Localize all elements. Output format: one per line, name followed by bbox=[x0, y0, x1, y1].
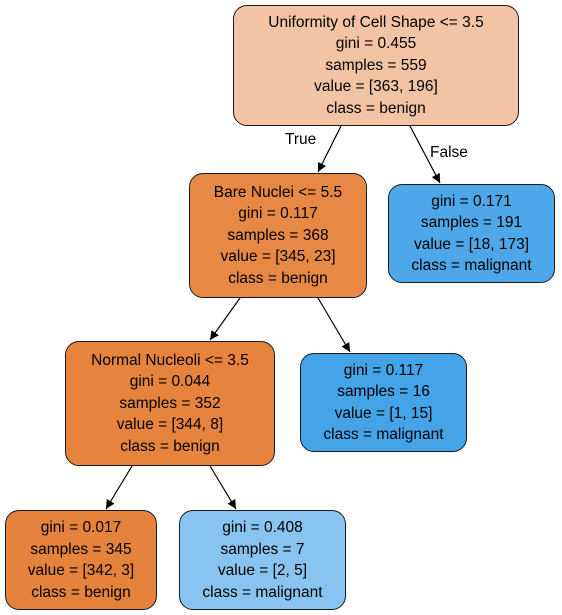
tree-node-root: Uniformity of Cell Shape <= 3.5 gini = 0… bbox=[233, 5, 519, 126]
edge-root-to-right-leaf bbox=[409, 125, 441, 184]
node-gini: gini = 0.117 bbox=[343, 361, 424, 379]
edge-normal-nucleoli-to-left-leaf bbox=[105, 465, 133, 510]
edge-label-false: False bbox=[430, 144, 468, 161]
node-samples: samples = 16 bbox=[337, 383, 430, 400]
node-value: value = [342, 3] bbox=[27, 562, 135, 579]
node-gini: gini = 0.408 bbox=[222, 519, 303, 536]
edge-bare-nuclei-to-normal-nucleoli bbox=[209, 297, 241, 341]
node-samples: samples = 345 bbox=[30, 540, 132, 558]
node-split: Normal Nucleoli <= 3.5 bbox=[91, 351, 249, 369]
node-class: class = malignant bbox=[411, 257, 532, 274]
node-gini: gini = 0.117 bbox=[238, 205, 318, 223]
tree-leaf-bottom-right: gini = 0.408 samples = 7 value = [2, 5] … bbox=[179, 510, 346, 610]
node-gini: gini = 0.044 bbox=[129, 373, 211, 391]
node-samples: samples = 559 bbox=[325, 56, 427, 74]
tree-leaf-bottom-left: gini = 0.017 samples = 345 value = [342,… bbox=[5, 510, 157, 610]
node-class: class = malignant bbox=[323, 426, 444, 443]
node-value: value = [2, 5] bbox=[217, 562, 308, 579]
node-samples: samples = 191 bbox=[420, 214, 523, 231]
node-gini: gini = 0.455 bbox=[335, 35, 417, 53]
node-class: class = malignant bbox=[202, 583, 323, 601]
node-value: value = [18, 173] bbox=[413, 235, 530, 253]
tree-leaf-right: gini = 0.171 samples = 191 value = [18, … bbox=[388, 184, 555, 283]
tree-node-bare-nuclei: Bare Nuclei <= 5.5 gini = 0.117 samples … bbox=[189, 173, 367, 298]
node-class: class = benign bbox=[120, 437, 220, 455]
edge-label-true: True bbox=[285, 131, 317, 148]
edge-root-to-bare-nuclei bbox=[317, 125, 342, 173]
edge-normal-nucleoli-to-right-leaf bbox=[209, 465, 237, 510]
node-gini: gini = 0.017 bbox=[40, 519, 122, 536]
node-value: value = [344, 8] bbox=[116, 416, 224, 434]
tree-node-normal-nucleoli: Normal Nucleoli <= 3.5 gini = 0.044 samp… bbox=[65, 341, 275, 466]
node-class: class = benign bbox=[31, 583, 131, 601]
tree-leaf-bare-nuclei-right: gini = 0.117 samples = 16 value = [1, 15… bbox=[300, 353, 467, 452]
node-samples: samples = 352 bbox=[119, 394, 221, 412]
node-samples: samples = 7 bbox=[220, 540, 305, 558]
node-gini: gini = 0.171 bbox=[431, 192, 512, 210]
node-value: value = [363, 196] bbox=[314, 78, 438, 96]
node-class: class = benign bbox=[326, 99, 426, 117]
node-split: Uniformity of Cell Shape <= 3.5 bbox=[268, 13, 484, 31]
node-value: value = [1, 15] bbox=[334, 404, 433, 422]
node-value: value = [345, 23] bbox=[220, 248, 336, 266]
node-class: class = benign bbox=[228, 269, 328, 287]
node-split: Bare Nuclei <= 5.5 bbox=[213, 183, 343, 201]
edge-bare-nuclei-to-leaf bbox=[317, 297, 351, 353]
node-samples: samples = 368 bbox=[227, 226, 329, 244]
